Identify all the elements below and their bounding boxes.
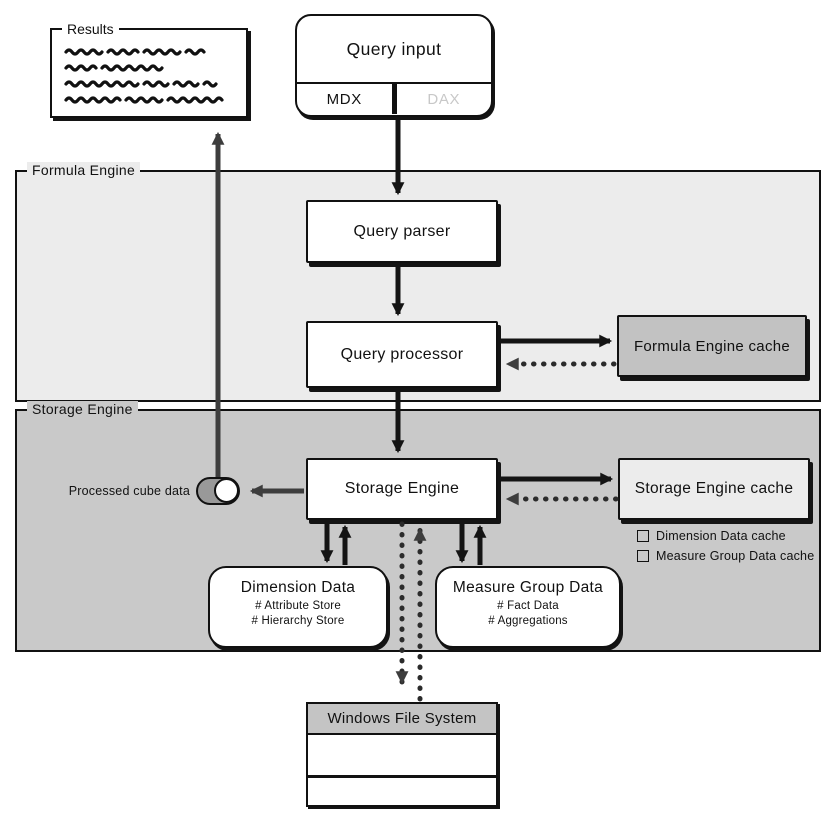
formula-engine-group-label: Formula Engine: [27, 162, 141, 178]
processed-cube-data-toggle-icon[interactable]: [196, 477, 240, 505]
query-processor-node: Query processor: [306, 321, 498, 388]
measure-group-data-item: # Aggregations: [488, 615, 568, 627]
storage-engine-cache-label: Storage Engine cache: [634, 480, 794, 497]
dimension-data-item: # Hierarchy Store: [251, 615, 345, 627]
tab-dax[interactable]: DAX: [427, 90, 461, 108]
results-panel: Results: [50, 21, 248, 118]
dimension-data-item: # Attribute Store: [255, 600, 341, 612]
measure-group-data-item: # Fact Data: [497, 600, 559, 612]
tab-mdx[interactable]: MDX: [326, 90, 362, 108]
measure-group-data-cache-label: Measure Group Data cache: [656, 549, 815, 563]
dimension-data-cache-option: Dimension Data cache: [637, 529, 786, 543]
results-panel-label: Results: [62, 21, 119, 37]
storage-engine-node: Storage Engine: [306, 458, 498, 520]
windows-file-system-header: Windows File System: [308, 704, 496, 735]
storage-engine-cache-node: Storage Engine cache: [618, 458, 810, 520]
measure-group-data-cache-option: Measure Group Data cache: [637, 549, 814, 563]
formula-engine-cache-label: Formula Engine cache: [633, 337, 791, 355]
formula-engine-cache-node: Formula Engine cache: [617, 315, 807, 377]
file-system-row: [308, 778, 496, 805]
storage-engine-group-label: Storage Engine: [27, 401, 138, 417]
query-parser-node: Query parser: [306, 200, 498, 263]
scribble-text-placeholder: [64, 48, 224, 104]
dimension-data-node: Dimension Data # Attribute Store # Hiera…: [208, 566, 388, 648]
measure-group-data-title: Measure Group Data: [452, 579, 604, 596]
measure-group-data-node: Measure Group Data # Fact Data # Aggrega…: [435, 566, 621, 648]
toggle-knob: [214, 478, 239, 503]
query-input-tabs: MDX DAX: [297, 82, 491, 114]
checkbox-icon[interactable]: [637, 530, 649, 542]
storage-engine-node-label: Storage Engine: [344, 480, 460, 497]
checkbox-icon[interactable]: [637, 550, 649, 562]
query-input-box: Query input MDX DAX: [295, 14, 493, 117]
query-parser-label: Query parser: [353, 222, 451, 240]
processed-cube-data-label: Processed cube data: [68, 484, 190, 498]
query-processor-label: Query processor: [340, 345, 464, 363]
file-system-row: [308, 735, 496, 778]
dimension-data-cache-label: Dimension Data cache: [656, 529, 786, 543]
tab-divider: [391, 84, 397, 114]
dimension-data-title: Dimension Data: [240, 579, 356, 596]
windows-file-system-node: Windows File System: [306, 702, 498, 807]
query-input-title: Query input: [346, 38, 442, 59]
